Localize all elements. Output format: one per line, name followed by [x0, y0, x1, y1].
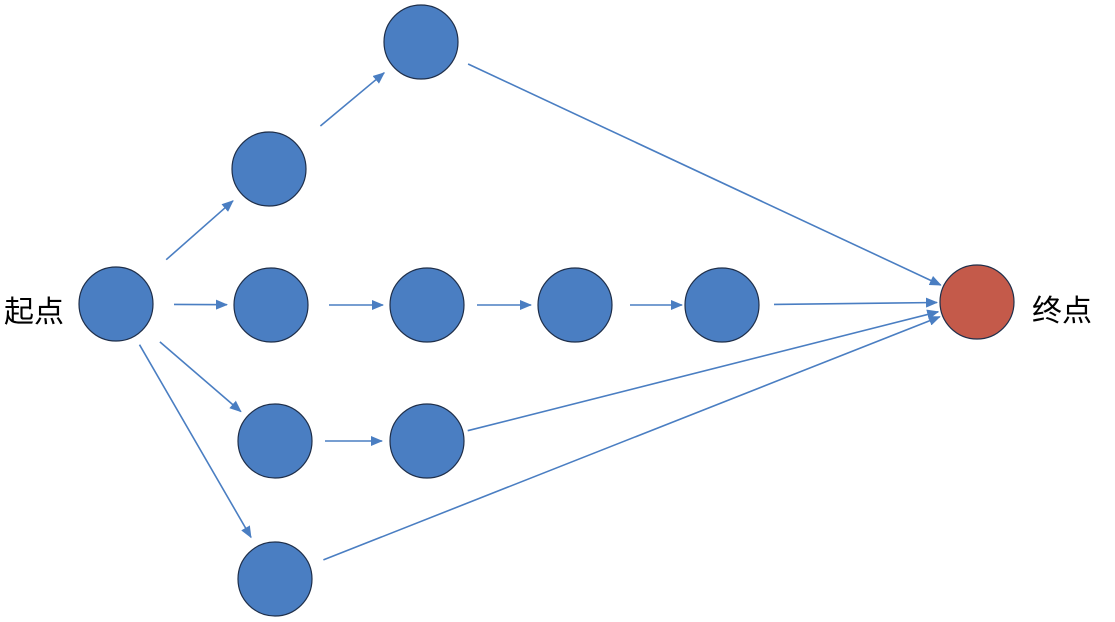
node-c2 [389, 403, 465, 479]
node-d1 [237, 541, 313, 617]
start-node [78, 266, 154, 342]
node-a2 [383, 4, 459, 80]
edge-start-to-a1 [165, 200, 234, 261]
node-c1 [237, 403, 313, 479]
edges-layer [138, 63, 942, 561]
node-b3 [537, 267, 613, 343]
node-b2 [389, 267, 465, 343]
edge-c2-to-end [467, 309, 940, 432]
node-b1 [233, 267, 309, 343]
edge-start-to-d1 [138, 344, 252, 539]
edge-a2-to-end [467, 63, 942, 286]
end-node [939, 264, 1015, 340]
edge-start-to-c1 [159, 341, 242, 413]
edge-a1-to-a2 [319, 72, 385, 127]
node-a1 [231, 131, 307, 207]
end-label: 终点 [1032, 294, 1092, 329]
start-label: 起点 [4, 295, 64, 330]
edge-d1-to-end [323, 315, 941, 561]
nodes-layer [78, 4, 1015, 617]
edge-b4-to-end [773, 297, 938, 308]
node-b4 [684, 267, 760, 343]
